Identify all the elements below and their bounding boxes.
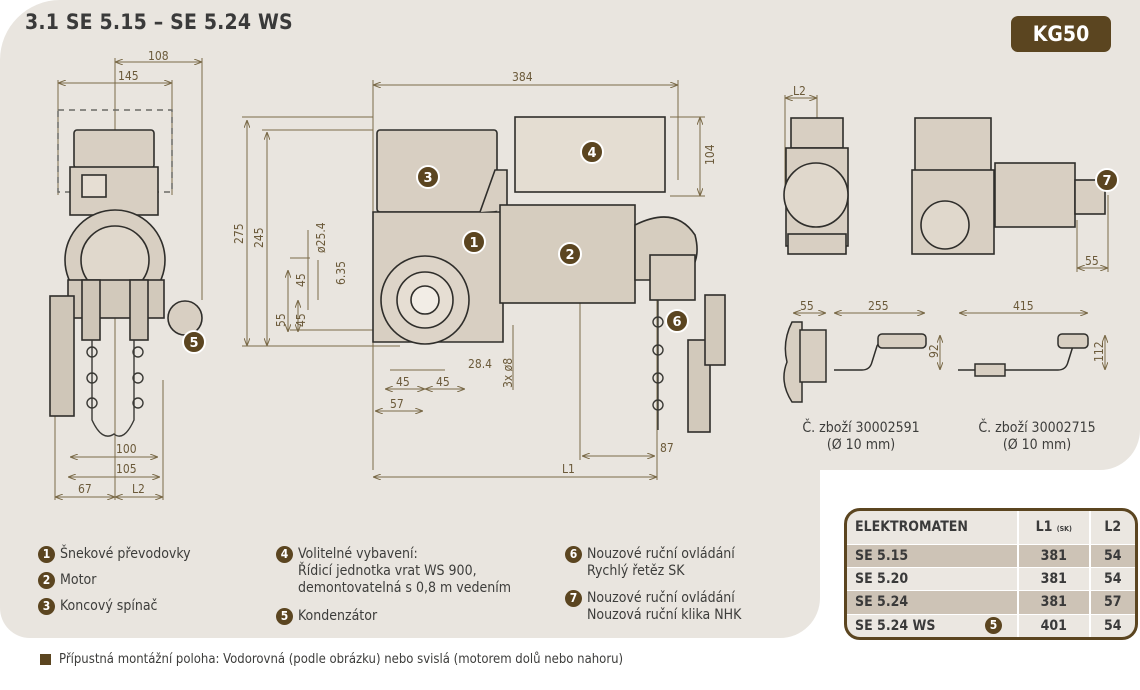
footnote: Přípustná montážní poloha: Vodorovná (po…: [40, 652, 623, 667]
bullet-square-icon: [40, 654, 51, 665]
dim-label: 57: [390, 397, 404, 411]
svg-text:3: 3: [423, 171, 432, 186]
callout-6: 6: [665, 309, 689, 333]
technical-drawing: 108 145 100 105 67 L2 384 104 275 245 ø2…: [49, 49, 1119, 500]
legend-item-5: 5 Kondenzátor: [276, 608, 377, 625]
dim-label: 255: [868, 299, 889, 313]
legend-item-7: 7 Nouzové ruční ovládání Nouzová ruční k…: [565, 590, 741, 624]
callout-badge: 4: [276, 546, 293, 563]
legend-item-4: 4 Volitelné vybavení: Řídicí jednotka vr…: [276, 546, 511, 597]
callout-badge: 5: [276, 608, 293, 625]
svg-text:2: 2: [565, 248, 574, 263]
dim-label: 112: [1092, 341, 1106, 362]
callout-7: 7: [1095, 168, 1119, 192]
callout-badge: 3: [38, 598, 55, 615]
dim-label: 45: [294, 313, 308, 327]
svg-text:7: 7: [1102, 174, 1111, 189]
svg-text:6: 6: [672, 315, 681, 330]
dim-label: 108: [148, 49, 169, 63]
dim-label: 87: [660, 441, 674, 455]
dim-label: L2: [793, 84, 806, 98]
callout-badge: 1: [38, 546, 55, 563]
model-badge: KG50: [1011, 16, 1111, 52]
dim-label: 55: [800, 299, 814, 313]
dim-label: 415: [1013, 299, 1034, 313]
dim-label: 45: [396, 375, 410, 389]
dim-label: 105: [116, 462, 137, 476]
dim-label: 67: [78, 482, 92, 496]
legend-item-1: 1 Šnekové převodovky: [38, 546, 191, 563]
dim-label: 145: [118, 69, 139, 83]
dim-label: 28.4: [468, 357, 492, 371]
dim-label: 92: [927, 344, 941, 358]
callout-badge: 5: [984, 616, 1002, 634]
svg-text:1: 1: [469, 236, 478, 251]
dim-label: 45: [436, 375, 450, 389]
dim-label: 55: [1085, 254, 1099, 268]
table-row: SE 5.15 381 54: [847, 543, 1135, 568]
dim-label: 55: [274, 313, 288, 327]
callout-badge: 7: [565, 590, 582, 607]
callout-5: 5: [182, 330, 206, 354]
table-header-l2: L2: [1088, 511, 1135, 545]
dim-label: ø25.4: [314, 222, 328, 253]
legend-item-3: 3 Koncový spínač: [38, 598, 157, 615]
table-row: SE 5.24 381 57: [847, 590, 1135, 615]
callout-4: 4: [580, 140, 604, 164]
dim-label: L2: [132, 482, 145, 496]
model-table: ELEKTROMATEN L1 (SK) L2 SE 5.15 381 54 S…: [844, 508, 1138, 640]
callout-3: 3: [416, 165, 440, 189]
svg-text:4: 4: [587, 146, 596, 161]
table-header-l1: L1 (SK): [1016, 511, 1090, 545]
dim-label: 3x ø8: [501, 358, 515, 388]
legend-item-6: 6 Nouzové ruční ovládání Rychlý řetěz SK: [565, 546, 735, 580]
legend-panel: [0, 460, 820, 638]
legend-item-2: 2 Motor: [38, 572, 96, 589]
callout-2: 2: [558, 242, 582, 266]
dim-label: 100: [116, 442, 137, 456]
table-row: SE 5.20 381 54: [847, 566, 1135, 591]
dim-label: 384: [512, 70, 533, 84]
callout-badge: 2: [38, 572, 55, 589]
dim-label: 245: [252, 227, 266, 248]
dim-label: L1: [562, 462, 575, 476]
callout-badge: 6: [565, 546, 582, 563]
crank-caption-2: Č. zboží 30002715 (Ø 10 mm): [978, 420, 1096, 453]
dim-label: 45: [294, 273, 308, 287]
table-header-model: ELEKTROMATEN: [847, 511, 1018, 545]
crank-caption-1: Č. zboží 30002591 (Ø 10 mm): [802, 420, 920, 453]
callout-1: 1: [462, 230, 486, 254]
svg-text:5: 5: [189, 336, 198, 351]
dim-label: 275: [232, 223, 246, 244]
dim-label: 6.35: [334, 261, 348, 285]
page-title: 3.1 SE 5.15 – SE 5.24 WS: [25, 10, 293, 34]
dim-label: 104: [703, 144, 717, 165]
